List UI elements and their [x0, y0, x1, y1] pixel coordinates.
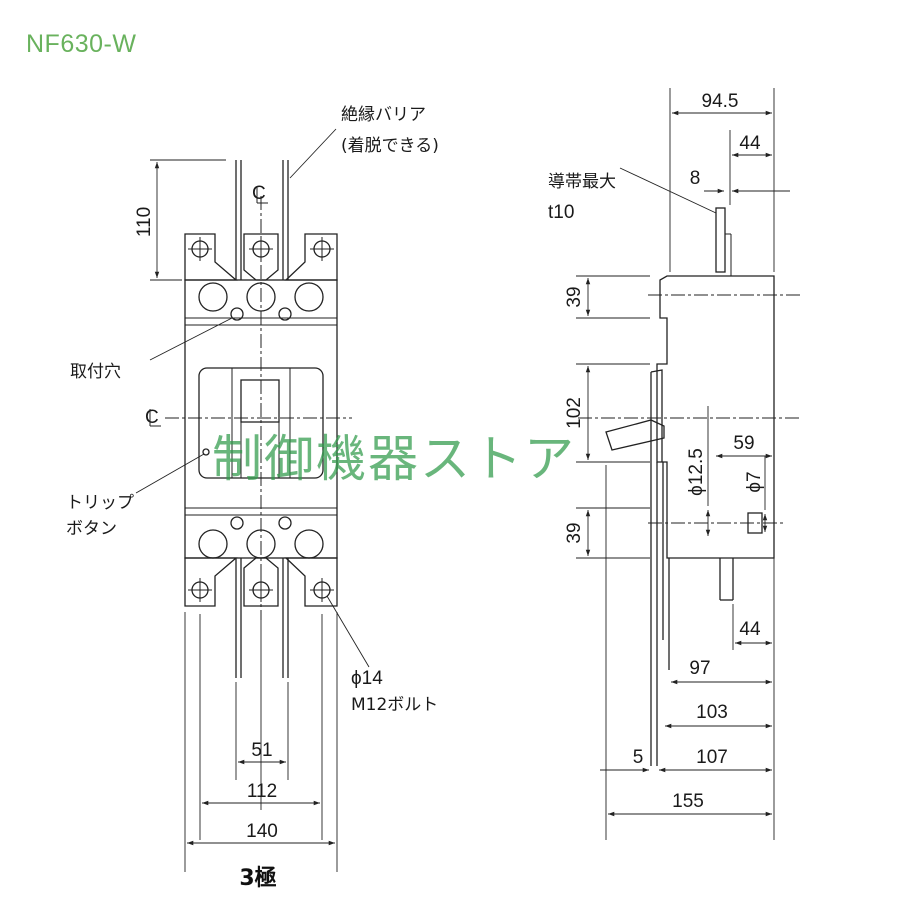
- conductor-bar: [715, 207, 726, 273]
- dim-phi12-5: ϕ12.5: [686, 448, 707, 496]
- dim-107: 107: [696, 747, 728, 768]
- dim-102: 102: [564, 397, 585, 429]
- dim-39-bot: 39: [564, 522, 585, 543]
- front-view: C C 110 51 112 140 3極 絶縁バリア (着脱できる) 取付穴 …: [66, 105, 439, 891]
- side-body: [656, 275, 775, 559]
- dim-44-top: 44: [739, 133, 761, 154]
- conductor-label-1: 導帯最大: [548, 172, 616, 192]
- centerline-symbol-left: C: [145, 407, 159, 428]
- barrier-label-1: 絶縁バリア: [341, 105, 426, 125]
- dim-94-5: 94.5: [702, 91, 739, 112]
- barrier-label-2: (着脱できる): [341, 136, 439, 156]
- dim-112: 112: [247, 781, 277, 802]
- insulation-barrier-top: [235, 160, 289, 280]
- dim-phi7: ϕ7: [744, 471, 765, 492]
- store-watermark: 制御機器ストア: [212, 430, 576, 488]
- dim-51: 51: [251, 740, 272, 761]
- dim-39-top: 39: [564, 286, 585, 307]
- barrier-leader: [289, 128, 337, 179]
- side-bottom-terminal: [719, 512, 763, 601]
- trip-button-label-1: トリップ: [66, 493, 134, 513]
- dim-110: 110: [134, 207, 155, 237]
- trip-button-label-2: ボタン: [66, 519, 117, 539]
- dim-103: 103: [696, 702, 728, 723]
- poles-label: 3極: [239, 865, 276, 891]
- dim-155: 155: [672, 791, 704, 812]
- side-view: 94.5 44 8 導帯最大 t10 39 102 39 ϕ12.5 ϕ7 59: [548, 88, 800, 840]
- centerline-symbol-top: C: [252, 183, 266, 204]
- bolt-label-1: ϕ14: [351, 668, 383, 689]
- side-front-plates: [650, 369, 670, 766]
- trip-button-leader: [135, 453, 205, 494]
- dim-8: 8: [690, 168, 701, 189]
- mounting-hole-leader: [149, 317, 233, 361]
- mounting-hole-label: 取付穴: [70, 362, 121, 382]
- side-handle: [605, 419, 665, 451]
- bottom-terminals: [184, 557, 338, 678]
- dim-44-bot: 44: [739, 619, 761, 640]
- trip-button-marker: [202, 448, 210, 456]
- bolt-leader: [326, 595, 370, 668]
- model-title: NF630-W: [26, 30, 137, 58]
- conductor-leader: [619, 167, 717, 214]
- dim-140: 140: [246, 821, 278, 842]
- dim-59: 59: [733, 433, 754, 454]
- conductor-label-2: t10: [548, 202, 574, 223]
- dim-5: 5: [633, 747, 644, 768]
- dim-97: 97: [689, 658, 710, 679]
- bolt-label-2: M12ボルト: [351, 695, 438, 715]
